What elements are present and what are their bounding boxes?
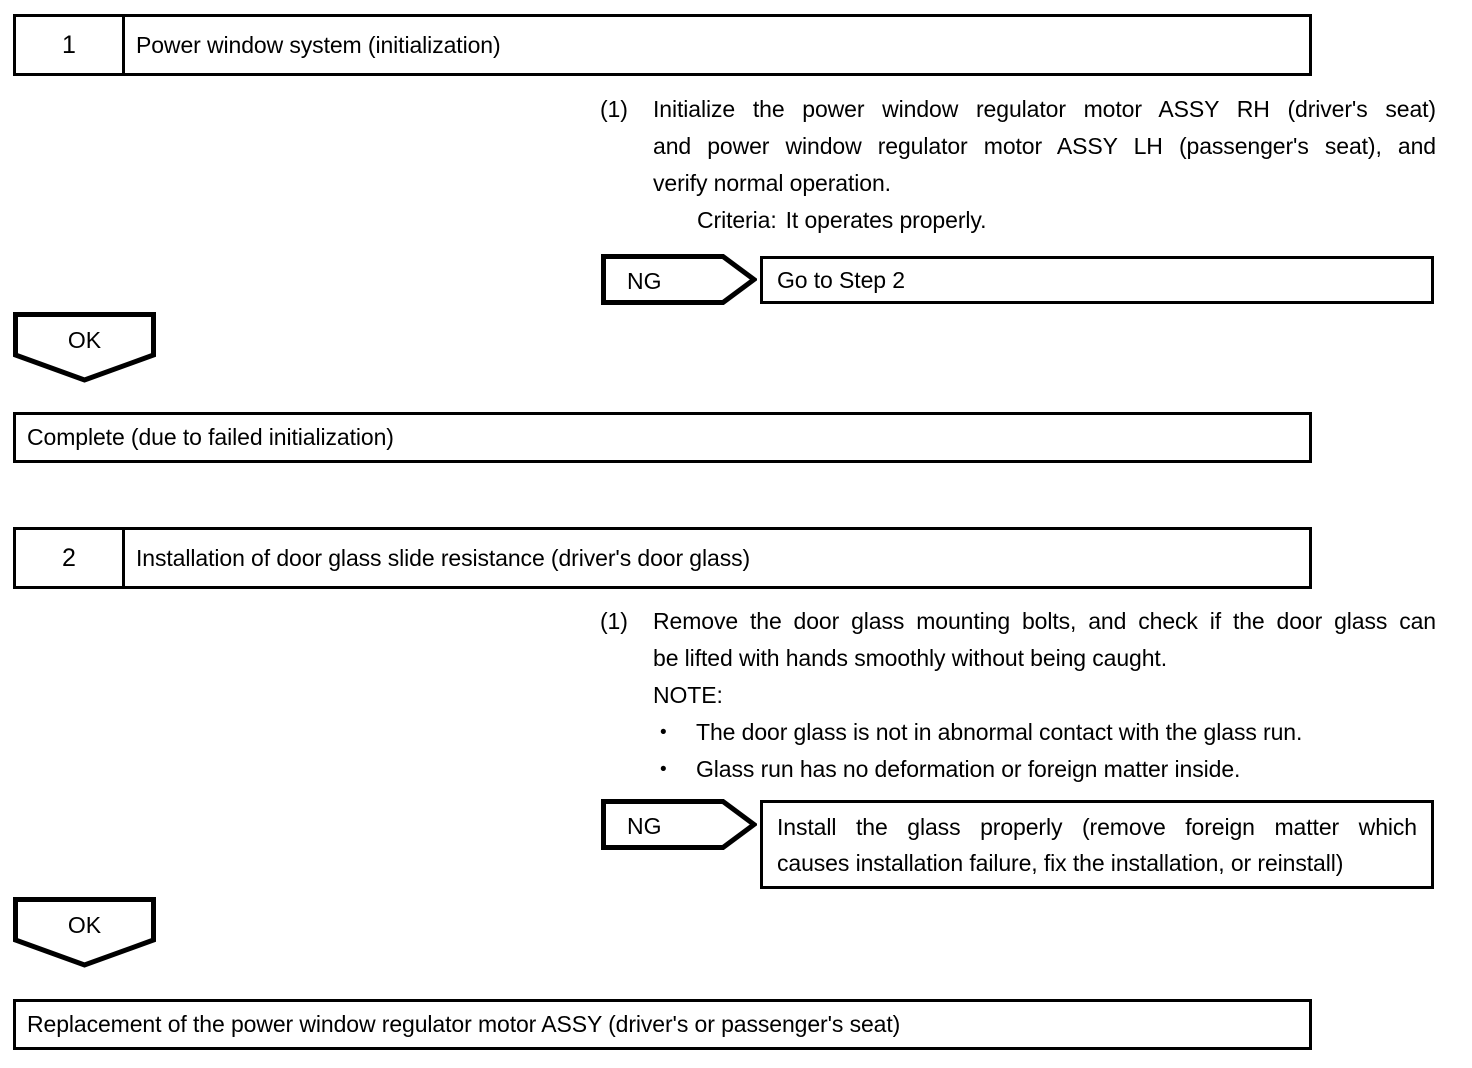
step-header-1: 1 Power window system (initialization) [13,14,1312,76]
criteria-line: Criteria: It operates properly. [653,202,1436,239]
instruction-body: Remove the door glass mounting bolts, an… [653,603,1436,788]
ng-arrow-1: NG [601,254,757,305]
instruction-row: (1) Remove the door glass mounting bolts… [600,603,1436,788]
instruction-line: be lifted with hands smoothly without be… [653,645,1167,671]
step-number-2: 2 [16,530,125,586]
note-label: NOTE: [653,682,723,708]
ng-result-line: causes installation failure, fix the ins… [777,849,1344,876]
ok-arrow-label: OK [67,912,102,938]
instruction-marker: (1) [600,96,628,122]
instruction-line: Initialize the power window regulator mo… [653,96,1436,122]
criteria-value: It operates properly. [785,207,987,233]
ok-result-box-1: Complete (due to failed initialization) [13,412,1312,463]
bullet-icon: • [660,722,667,743]
ng-result-box-2: Install the glass properly (remove forei… [760,800,1434,889]
note-bullet-text: The door glass is not in abnormal contac… [696,719,1303,745]
step-header-2: 2 Installation of door glass slide resis… [13,527,1312,589]
step-number-1: 1 [16,17,125,73]
instruction-marker: (1) [600,608,628,634]
step-2-instruction: (1) Remove the door glass mounting bolts… [600,603,1436,788]
instruction-line: Remove the door glass mounting bolts, an… [653,608,1436,634]
ng-result-line: Install the glass properly (remove forei… [777,813,1417,840]
step-1-instruction: (1) Initialize the power window regulato… [600,91,1436,239]
ok-arrow-label: OK [67,327,102,353]
ng-arrow-2: NG [601,799,757,850]
instruction-body: Initialize the power window regulator mo… [653,91,1436,239]
criteria-label: Criteria: [697,207,777,233]
note-bullet-item: • The door glass is not in abnormal cont… [653,714,1436,751]
step-title-1: Power window system (initialization) [136,31,501,58]
step-title-2: Installation of door glass slide resista… [136,544,751,571]
bullet-icon: • [660,759,667,780]
note-bullet-item: • Glass run has no deformation or foreig… [653,751,1436,788]
instruction-line: verify normal operation. [653,170,891,196]
ng-arrow-label: NG [627,268,662,294]
ok-arrow-1: OK [13,312,156,383]
note-bullet-text: Glass run has no deformation or foreign … [696,756,1241,782]
instruction-row: (1) Initialize the power window regulato… [600,91,1436,239]
ok-result-box-2: Replacement of the power window regulato… [13,999,1312,1050]
instruction-line: and power window regulator motor ASSY LH… [653,133,1436,159]
ng-result-line: Go to Step 2 [777,267,905,293]
ng-result-box-1: Go to Step 2 [760,256,1434,304]
ng-arrow-label: NG [627,813,662,839]
ok-arrow-2: OK [13,897,156,968]
